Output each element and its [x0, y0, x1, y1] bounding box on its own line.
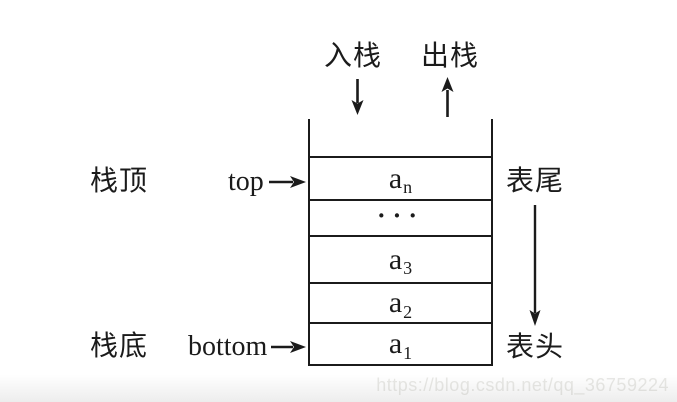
bottom-pointer-label: bottom — [188, 331, 268, 362]
bottom-pointer-arrow-icon — [270, 340, 307, 359]
top-pointer-label: top — [228, 166, 264, 197]
cell-value: a — [388, 161, 403, 195]
stack-top-label: 栈顶 — [90, 166, 149, 197]
cell-subscript: 3 — [403, 258, 413, 278]
pop-arrow-icon — [439, 77, 456, 122]
stack-bottom-label: 栈底 — [90, 331, 149, 362]
push-label: 入栈 — [324, 41, 383, 72]
list-head-label: 表头 — [506, 332, 565, 363]
tail-to-head-arrow-icon — [527, 205, 543, 331]
cell-subscript: 1 — [403, 342, 413, 363]
ellipsis: ··· — [376, 201, 424, 230]
pop-label: 出栈 — [421, 41, 480, 72]
push-arrow-icon — [349, 79, 366, 120]
watermark-url: https://blog.csdn.net/qq_36759224 — [376, 375, 669, 395]
cell-value: a — [388, 242, 403, 276]
stack-open-top — [310, 119, 491, 156]
top-pointer-arrow-icon — [268, 175, 307, 194]
list-tail-label: 表尾 — [506, 166, 565, 197]
cell-subscript: 2 — [403, 301, 413, 322]
cell-subscript: n — [403, 177, 413, 197]
cell-value: a — [388, 327, 403, 360]
stack-cell-ellipsis: ··· — [310, 199, 491, 235]
cell-value: a — [388, 286, 403, 319]
